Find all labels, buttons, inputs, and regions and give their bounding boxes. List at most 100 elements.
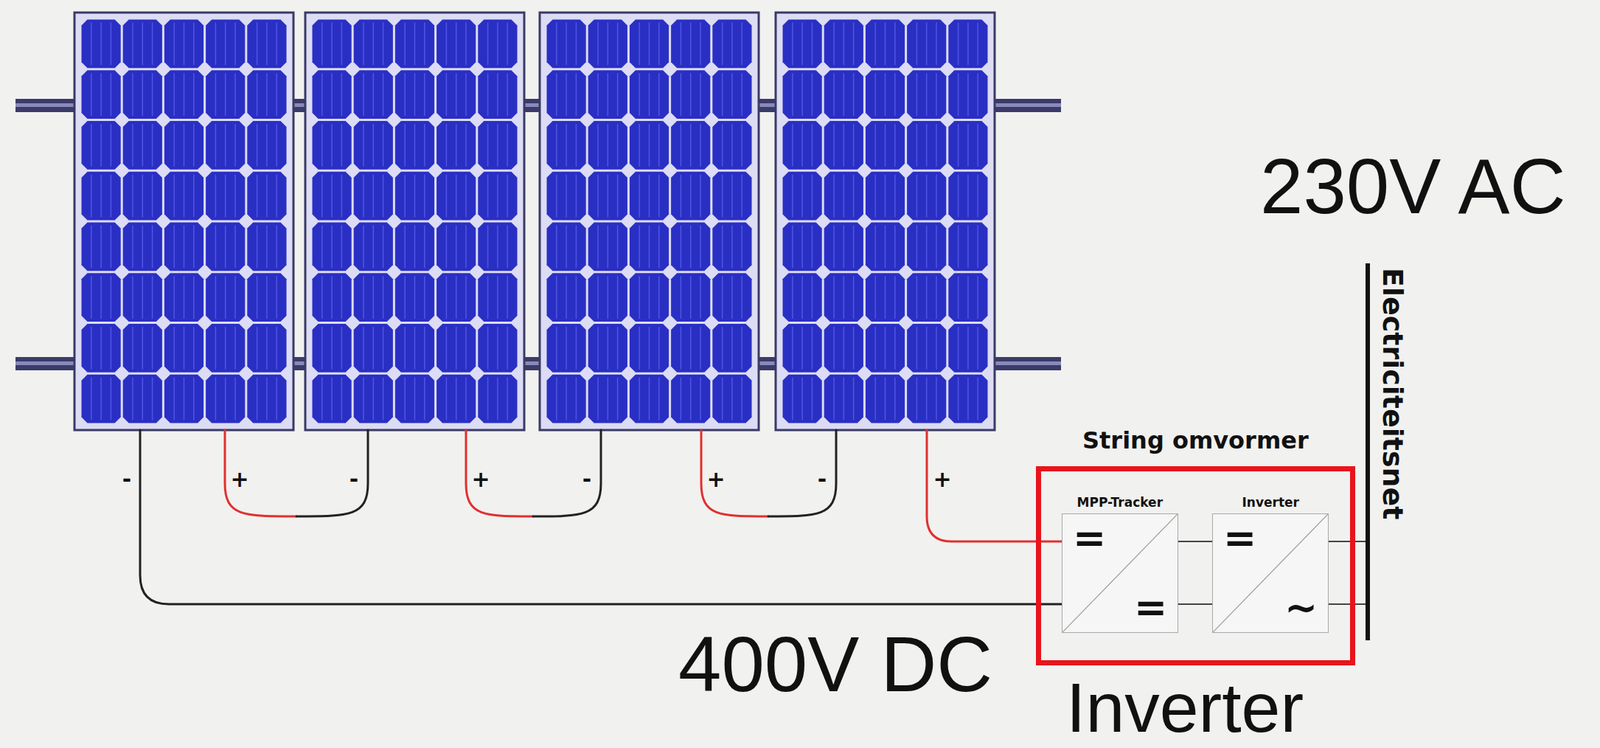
solar-cell [865, 374, 905, 424]
cell-busbar [617, 22, 619, 66]
solar-cell [436, 171, 476, 221]
cell-busbar [183, 123, 186, 167]
cell-busbar [100, 326, 102, 370]
cell-busbar [638, 123, 640, 167]
cell-busbar [833, 123, 835, 167]
cell-busbar [607, 225, 610, 269]
cell-busbar [100, 225, 102, 269]
solar-cell [629, 171, 669, 221]
cell-busbar [617, 225, 619, 269]
cell-busbar [404, 123, 406, 167]
diagonal-line [1212, 513, 1328, 632]
cell-busbar [884, 275, 887, 319]
cell-busbar [801, 22, 803, 66]
cell-busbar [215, 22, 217, 66]
cell-busbar [575, 72, 578, 116]
cell-busbar [131, 22, 134, 66]
cell-busbar [926, 326, 928, 370]
solar-cell [164, 120, 204, 170]
cell-busbar [791, 174, 794, 218]
cell-busbar [256, 377, 259, 421]
negative-jumper [768, 429, 837, 517]
cell-busbar [256, 174, 259, 218]
cell-busbar [341, 72, 343, 116]
solar-cell [865, 120, 905, 170]
cell-busbar [741, 377, 743, 421]
cell-busbar [215, 225, 217, 269]
cell-busbar [183, 377, 186, 421]
solar-cell [783, 120, 823, 170]
polarity-mark: + [932, 468, 952, 491]
cell-busbar [967, 72, 969, 116]
cell-busbar [423, 225, 426, 269]
cell-busbar [414, 22, 416, 66]
cell-busbar [617, 123, 619, 167]
cell-busbar [680, 225, 683, 269]
cell-busbar [699, 275, 702, 319]
cell-busbar [234, 275, 236, 319]
cell-busbar [414, 326, 416, 370]
cell-busbar [404, 174, 406, 218]
solar-cell [81, 171, 121, 221]
cell-busbar [455, 377, 458, 421]
cell-busbar [487, 22, 489, 66]
cell-busbar [256, 22, 259, 66]
cell-busbar [455, 123, 458, 167]
cell-busbar [496, 225, 499, 269]
solar-cell [824, 323, 864, 373]
cell-busbar [215, 377, 217, 421]
cell-busbar [90, 72, 93, 116]
cell-busbar [607, 22, 610, 66]
solar-cell [123, 323, 163, 373]
cell-busbar [215, 326, 217, 370]
cell-busbar [699, 326, 702, 370]
cell-busbar [935, 72, 938, 116]
solar-cell [164, 272, 204, 322]
cell-busbar [658, 123, 660, 167]
negative-wire [140, 429, 1062, 604]
cell-busbar [597, 225, 599, 269]
cell-busbar [935, 22, 938, 66]
cell-busbar [565, 174, 568, 218]
cell-busbar [926, 225, 928, 269]
cell-busbar [173, 326, 175, 370]
solar-panels [74, 12, 995, 430]
cell-busbar [555, 275, 558, 319]
cell-busbar [731, 174, 733, 218]
cell-busbar [193, 377, 195, 421]
cell-busbar [151, 22, 154, 66]
solar-cell [436, 374, 476, 424]
cell-busbar [224, 72, 227, 116]
cell-busbar [874, 377, 876, 421]
cell-busbar [721, 326, 724, 370]
solar-cell [123, 120, 163, 170]
cell-busbar [916, 377, 918, 421]
cell-busbar [110, 275, 113, 319]
negative-jumper [296, 429, 368, 517]
cell-busbar [465, 377, 467, 421]
cell-busbar [193, 22, 195, 66]
solar-cell [312, 374, 352, 424]
solar-cell [312, 222, 352, 272]
cell-busbar [487, 174, 489, 218]
cell-busbar [465, 174, 467, 218]
cell-busbar [976, 123, 979, 167]
cell-busbar [100, 275, 102, 319]
cell-busbar [275, 72, 278, 116]
cell-busbar [853, 275, 855, 319]
cell-busbar [833, 225, 835, 269]
cell-busbar [362, 22, 365, 66]
panel-frame [539, 12, 759, 430]
solar-cell [670, 323, 711, 373]
cell-busbar [721, 225, 724, 269]
cell-busbar [597, 377, 599, 421]
cell-busbar [648, 174, 651, 218]
cell-busbar [275, 326, 278, 370]
cell-busbar [741, 174, 743, 218]
solar-cell [247, 323, 287, 373]
cell-busbar [721, 377, 724, 421]
cell-busbar [617, 377, 619, 421]
cell-busbar [487, 275, 489, 319]
cell-busbar [699, 225, 702, 269]
cell-busbar [331, 326, 333, 370]
